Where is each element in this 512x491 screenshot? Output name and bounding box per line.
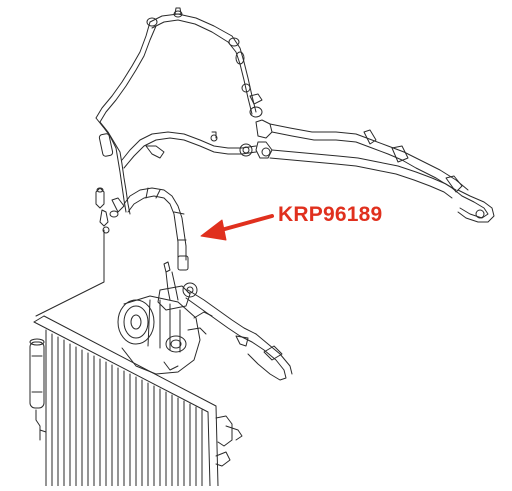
callout-arrow — [200, 214, 274, 241]
discharge-pipe — [185, 289, 293, 381]
middle-pipe — [95, 117, 495, 223]
upper-pipe — [95, 7, 263, 123]
condenser — [29, 315, 243, 487]
part-number-label: KRP96189 — [278, 203, 383, 226]
ac-hose — [123, 187, 198, 298]
left-fittings — [95, 187, 125, 234]
ac-compressor — [117, 261, 213, 375]
leader-line — [35, 229, 105, 317]
